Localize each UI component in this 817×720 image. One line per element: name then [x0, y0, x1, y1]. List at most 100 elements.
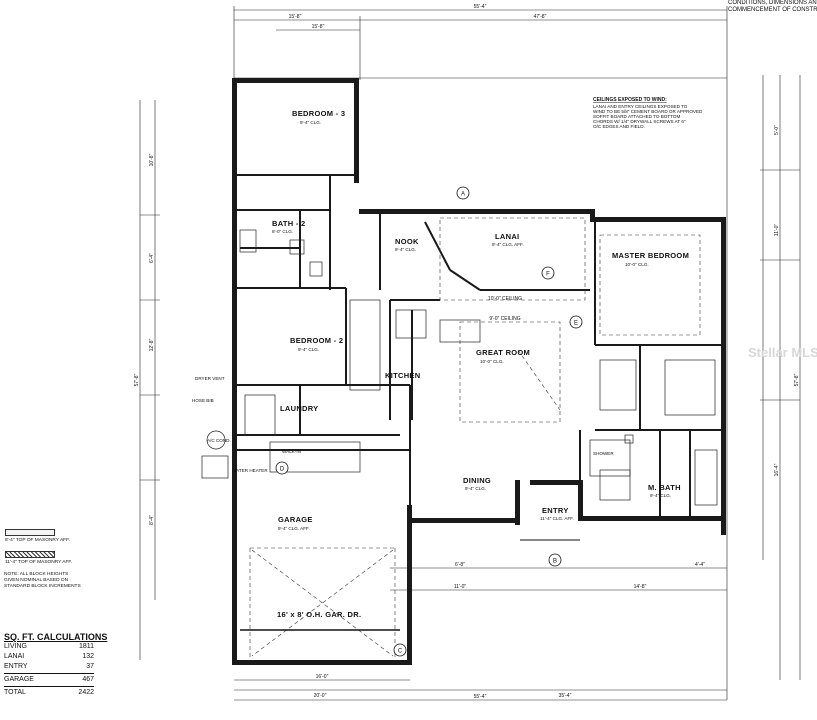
- dim-right-seg-3: 16'-4": [774, 463, 780, 476]
- nook-ceiling: 9'-4" CLG.: [395, 247, 416, 252]
- dim-ceiling-9: 9'-0" CEILING: [489, 316, 520, 322]
- dim-left-seg-2: 6'-4": [149, 253, 155, 263]
- sqft-row-lanai: LANAI 132: [4, 652, 94, 662]
- bedroom-3-ceiling: 9'-4" CLG.: [300, 120, 321, 125]
- legend-swatch-plain-label: 8'-4" TOP OF MASONRY AFF.: [5, 538, 70, 543]
- sqft-value: 37: [86, 663, 94, 670]
- marker-a-label: A: [461, 192, 465, 198]
- dim-left-seg-3: 12'-8": [149, 338, 155, 351]
- room-lanai: LANAI: [495, 232, 519, 241]
- hose-bib-label: HOSE BIB: [192, 398, 214, 403]
- marker-e: [569, 315, 583, 329]
- dimension-lines: [139, 6, 801, 701]
- dim-bottom-left: 20'-0": [314, 693, 327, 699]
- m-bath-ceiling: 9'-4" CLG.: [650, 493, 671, 498]
- dim-left-seg-1: 10'-8": [149, 153, 155, 166]
- lanai-ceiling: 9'-4" CLG. AFF.: [492, 242, 524, 247]
- bedroom-2-ceiling: 9'-4" CLG.: [298, 347, 319, 352]
- room-m-bath: M. BATH: [648, 483, 681, 492]
- dim-top-overall: 55'-4": [474, 4, 487, 10]
- watermark-logo: Stellar MLS: [748, 345, 817, 360]
- marker-c: [393, 643, 407, 657]
- dim-right-total: 57'-8": [794, 373, 800, 386]
- dining-ceiling: 9'-4" CLG.: [465, 486, 486, 491]
- great-room-ceiling: 10'-0" CLG.: [480, 359, 504, 364]
- section-markers: [275, 186, 583, 657]
- sqft-title: SQ. FT. CALCULATIONS: [4, 632, 108, 642]
- sqft-label: ENTRY: [4, 663, 28, 670]
- legend-swatch-hatched: [5, 551, 55, 558]
- ceiling-note-title: CEILINGS EXPOSED TO WIND:: [593, 97, 667, 103]
- room-master-bedroom: MASTER BEDROOM: [612, 251, 689, 260]
- dim-bottom-seg-2: 14'-8": [634, 584, 647, 590]
- sqft-value: 467: [82, 676, 94, 683]
- room-bedroom-2: BEDROOM - 2: [290, 336, 343, 345]
- block-height-note: NOTE: ALL BLOCK HEIGHTS GIVEN NOMINAL BA…: [4, 572, 81, 589]
- room-garage: GARAGE: [278, 515, 313, 524]
- marker-a: [456, 186, 470, 200]
- sqft-row-total: TOTAL 2422: [4, 688, 94, 698]
- marker-c-label: C: [398, 649, 403, 655]
- dim-top-left: 15'-8": [289, 14, 302, 20]
- sqft-label: GARAGE: [4, 676, 34, 683]
- marker-f-label: F: [546, 272, 550, 278]
- fixtures: [201, 229, 718, 506]
- ceiling-note-line-1: LANAI AND ENTRY CEILINGS EXPOSED TO: [593, 104, 688, 109]
- exterior-walls: [232, 78, 726, 665]
- marker-f: [541, 266, 555, 280]
- marker-b: [548, 553, 562, 567]
- corner-note-line-2: COMMENCEMENT OF CONSTRUCT: [728, 7, 817, 13]
- room-kitchen: KITCHEN: [385, 371, 420, 380]
- sqft-divider: [4, 686, 94, 687]
- dim-bottom-total: 55'-4": [474, 694, 487, 700]
- marker-e-label: E: [574, 321, 578, 327]
- dim-left-seg-4: 8'-4": [149, 515, 155, 525]
- sqft-row-living: LIVING 1811: [4, 642, 94, 652]
- walk-in-label: WALK-IN: [282, 449, 301, 454]
- dim-right-seg-1: 5'-0": [774, 125, 780, 135]
- legend-swatch-plain: [5, 529, 55, 536]
- dim-left-total: 57'-8": [134, 373, 140, 386]
- sqft-value: 2422: [78, 689, 94, 696]
- room-great-room: GREAT ROOM: [476, 348, 530, 357]
- room-entry: ENTRY: [542, 506, 569, 515]
- sqft-divider: [4, 673, 94, 674]
- room-nook: NOOK: [395, 237, 419, 246]
- garage-door-label: 16' x 8' O.H. GAR. DR.: [277, 610, 361, 619]
- room-laundry: LAUNDRY: [280, 404, 319, 413]
- legend-swatch-hatched-label: 11'-4" TOP OF MASONRY AFF.: [5, 560, 73, 565]
- corner-note: CONDITIONS, DIMENSIONS AND C COMMENCEMEN…: [728, 0, 817, 14]
- dim-top-right: 47'-8": [534, 14, 547, 20]
- sqft-value: 132: [82, 653, 94, 660]
- marker-b-label: B: [553, 559, 557, 565]
- sqft-calculations: SQ. FT. CALCULATIONS LIVING 1811 LANAI 1…: [4, 632, 108, 698]
- bath-2-ceiling: 8'-0" CLG.: [272, 229, 293, 234]
- marker-d-label: D: [280, 467, 285, 473]
- water-heater-label: WATER HEATER: [232, 468, 268, 473]
- sqft-label: LANAI: [4, 653, 25, 660]
- sqft-row-garage: GARAGE 467: [4, 675, 94, 685]
- dim-garage-width: 16'-0": [316, 674, 329, 680]
- entry-ceiling: 11'-4" CLG. AFF.: [540, 516, 574, 521]
- room-bedroom-3: BEDROOM - 3: [292, 109, 345, 118]
- garage-ceiling: 9'-4" CLG. AFF.: [278, 526, 310, 531]
- dryer-vent-label: DRYER VENT: [195, 376, 225, 381]
- room-dining: DINING: [463, 476, 491, 485]
- ac-cond-label: A/C COND.: [207, 438, 231, 443]
- ceiling-note-line-3: SOFFIT BOARD ATTACHED TO BOTTOM: [593, 114, 680, 119]
- ceiling-note-line-2: WIND TO BE 5/8" CEMENT BOARD OR APPROVED: [593, 109, 703, 114]
- marker-d: [275, 461, 289, 475]
- sqft-row-entry: ENTRY 37: [4, 662, 94, 672]
- ceiling-note-line-5: O/C EDGES AND FIELD.: [593, 124, 645, 129]
- dim-ceiling-10: 10'-0" CEILING: [488, 296, 522, 302]
- sqft-label: LIVING: [4, 643, 27, 650]
- dim-bed3-width: 15'-8": [312, 24, 325, 30]
- dim-bottom-seg-3: 4'-4": [695, 562, 705, 568]
- interior-walls: [237, 174, 722, 516]
- master-ceiling: 10'-0" CLG.: [625, 262, 649, 267]
- dim-right-seg-2: 11'-0": [774, 224, 780, 237]
- dim-bottom-seg-1: 11'-0": [454, 584, 467, 590]
- room-bath-2: BATH - 2: [272, 219, 306, 228]
- dim-entry-width: 6'-8": [455, 562, 465, 568]
